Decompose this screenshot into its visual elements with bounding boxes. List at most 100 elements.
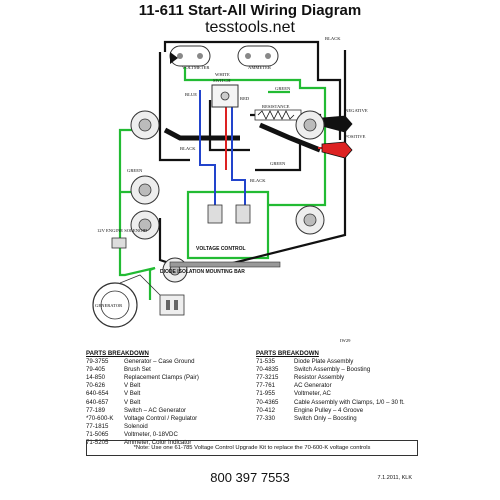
wire-label-green: GREEN	[127, 168, 143, 173]
switch: SWITCH WHITE	[211, 72, 239, 108]
green-wire-right	[268, 135, 327, 207]
part-description: Brush Set	[124, 366, 151, 374]
part-number: 77-3215	[256, 374, 279, 382]
generator-icon	[130, 210, 160, 240]
part-description: Resistor Assembly	[294, 374, 345, 382]
part-number: 79-405	[86, 366, 105, 374]
diode-bar-label: DIODE ISOLATION MOUNTING BAR	[160, 269, 245, 275]
parts-row: 77-1815 Solenoid	[86, 423, 199, 431]
part-description: V Belt	[124, 398, 141, 406]
wire-label-red: RED	[240, 96, 250, 101]
solenoid: 12V ENGINE SOLENOID	[97, 228, 148, 249]
wire-label-black: BLACK	[325, 36, 341, 41]
part-number: 14-850	[86, 374, 105, 382]
parts-row: 77-3215 Resistor Assembly	[256, 374, 405, 382]
blue-wire-2	[231, 105, 246, 205]
part-number: 77-761	[256, 382, 275, 390]
parts-row: 70-412 Engine Pulley – 4 Groove	[256, 407, 405, 415]
part-number: 70-626	[86, 382, 105, 390]
generator-icon	[295, 110, 325, 140]
part-description: Switch Assembly – Boosting	[294, 366, 371, 374]
part-description: Switch Only – Boosting	[294, 414, 357, 422]
parts-row: 77-189 Switch – AC Generator	[86, 407, 199, 415]
cable-left	[163, 127, 240, 141]
date-stamp: 7.1.2011, KLK	[377, 475, 412, 481]
clamp-black: NEGATIVE	[321, 108, 368, 133]
part-description: Replacement Clamps (Pair)	[124, 374, 199, 382]
part-number: 77-1815	[86, 422, 109, 430]
voltage-control-label: VOLTAGE CONTROL	[196, 246, 246, 252]
wire-label-blue: BLUE	[185, 92, 197, 97]
black-wire-right-long	[224, 50, 347, 267]
parts-row: 70-4835 Switch Assembly – Boosting	[256, 366, 405, 374]
part-description: Solenoid	[124, 422, 148, 430]
part-description: V Belt	[124, 382, 141, 390]
part-description: Switch – AC Generator	[124, 406, 186, 414]
generator-icon	[130, 110, 160, 140]
green-wire-left-loop	[118, 128, 156, 277]
part-number: 77-330	[256, 414, 275, 422]
black-wire-switch	[208, 100, 250, 152]
cable-right	[259, 122, 321, 153]
parts-header: PARTS BREAKDOWN	[86, 350, 149, 357]
black-wire-left	[158, 52, 190, 162]
generator-drawing: GENERATOR	[92, 274, 185, 328]
part-description: Voltmeter, 0-18VDC	[124, 430, 178, 438]
part-number: 640-654	[86, 390, 109, 398]
part-description: Ammeter, Color Indicator	[124, 439, 192, 447]
part-number: *70-600-K	[86, 414, 114, 422]
voltage-control: VOLTAGE CONTROL	[196, 204, 251, 252]
resistance-coil: RESISTANCE	[254, 104, 302, 121]
diagram-code: IW29	[340, 338, 351, 343]
white-label: WHITE	[215, 72, 230, 77]
part-number: 71-5205	[86, 439, 109, 447]
positive-label: POSITIVE	[345, 134, 366, 139]
part-description: Generator – Case Ground	[124, 358, 195, 366]
parts-row: 79-3755 Generator – Case Ground	[86, 358, 199, 366]
part-description: Engine Pulley – 4 Groove	[294, 406, 364, 414]
wire-label-black: BLACK	[250, 178, 266, 183]
part-number: 79-3755	[86, 358, 109, 366]
generator-label: GENERATOR	[95, 303, 123, 308]
parts-header: PARTS BREAKDOWN	[256, 350, 319, 357]
wire-label-black: BLACK	[180, 146, 196, 151]
ammeter-label: AMMETER	[248, 65, 272, 70]
part-number: 70-412	[256, 406, 275, 414]
wire-label-green: GREEN	[275, 86, 291, 91]
part-number: 77-189	[86, 406, 105, 414]
wire-label-green: GREEN	[270, 161, 286, 166]
green-wire-vc-box	[186, 190, 270, 260]
parts-row: 71-5205 Ammeter, Color Indicator	[86, 439, 199, 447]
voltmeter-label: VOLTMETER	[182, 65, 210, 70]
blue-wire-1	[199, 90, 216, 205]
part-number: 71-955	[256, 390, 275, 398]
generator-icon	[295, 205, 325, 235]
note: *Note: Use one 61-785 Voltage Control Up…	[86, 440, 418, 456]
part-number: 70-4365	[256, 398, 279, 406]
site-name: tesstools.net	[205, 19, 295, 36]
clamp-red: POSITIVE	[321, 134, 366, 159]
parts-list-left: PARTS BREAKDOWN 79-3755 Generator – Case …	[86, 350, 199, 447]
part-description: AC Generator	[294, 382, 332, 390]
negative-label: NEGATIVE	[345, 108, 368, 113]
black-wire-mid	[255, 140, 302, 172]
parts-row: 71-5065 Voltmeter, 0-18VDC	[86, 431, 199, 439]
part-number: 70-4835	[256, 366, 279, 374]
diode-isolation-bar: DIODE ISOLATION MOUNTING BAR	[160, 261, 281, 275]
voltmeter: VOLTMETER	[169, 45, 211, 70]
page-title: 11-611 Start-All Wiring Diagram	[138, 2, 362, 19]
solenoid-label: 12V ENGINE SOLENOID	[97, 228, 148, 233]
part-number: 71-5065	[86, 430, 109, 438]
parts-row: 77-761 AC Generator	[256, 382, 405, 390]
generator-icon	[130, 175, 160, 205]
black-wire-top	[163, 40, 342, 140]
phone-number: 800 397 7553	[210, 470, 290, 485]
